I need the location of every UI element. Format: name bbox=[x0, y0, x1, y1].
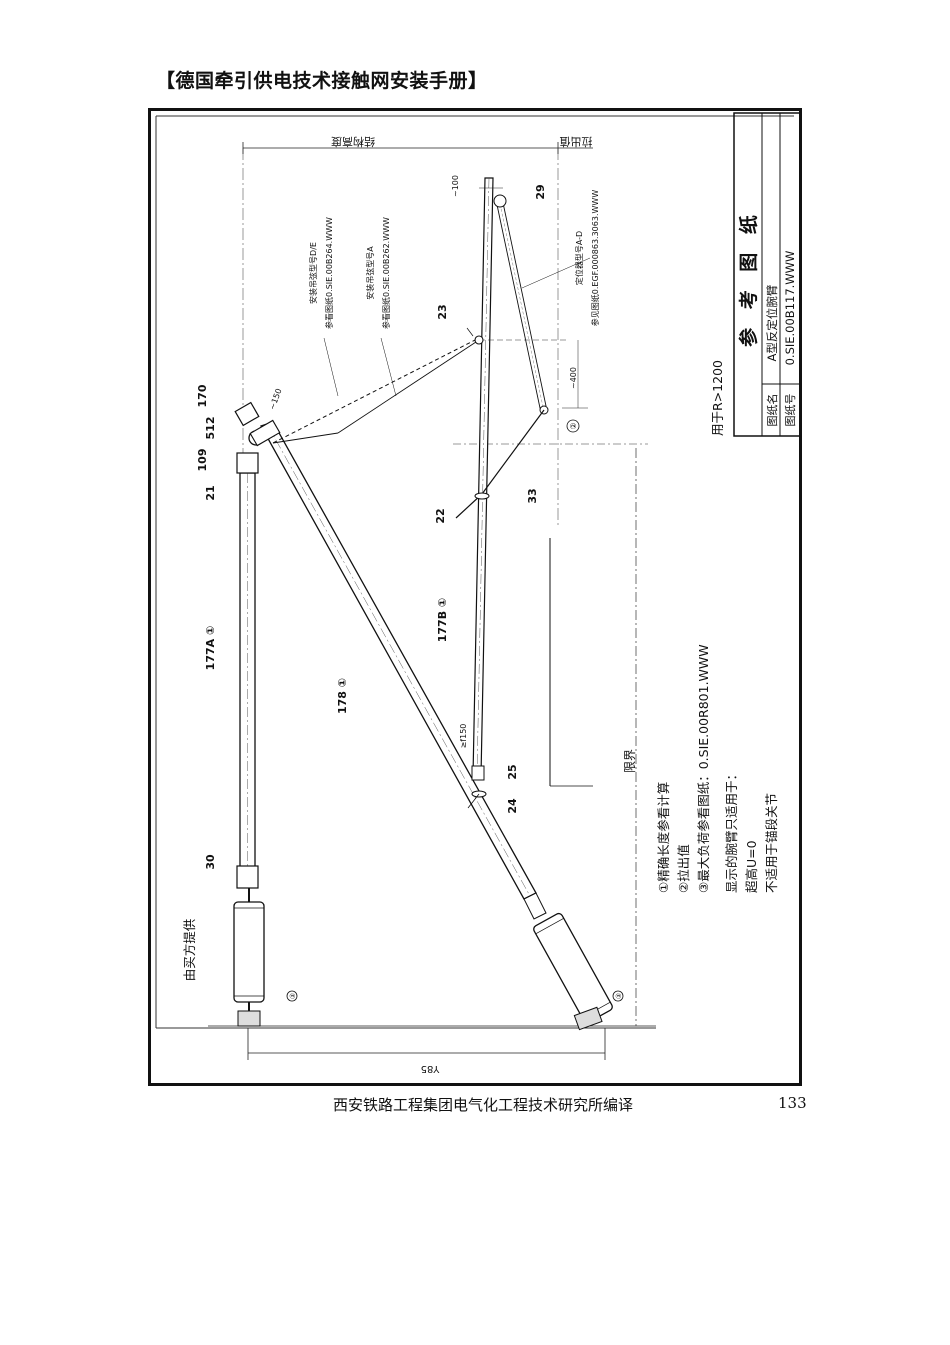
locator-line1: 定位器型号A-D bbox=[574, 231, 584, 285]
locator-line2: 参见图纸0.EGF.000863.3063.WWW bbox=[590, 190, 600, 327]
circle-3b: ③ bbox=[615, 993, 623, 999]
dim-stagger: 拉出值 bbox=[560, 135, 593, 149]
drawing-sheet: 参 考 图 纸 图纸名 A型反定位腕臂 图纸号 0.SIE.00B117.WWW… bbox=[148, 108, 802, 1086]
footer-org: 西安铁路工程集团电气化工程技术研究所编译 bbox=[333, 1096, 634, 1114]
supplier-note: 由买方提供 bbox=[182, 919, 197, 982]
note-5: 超高U=0 bbox=[744, 840, 759, 893]
part-22: 22 bbox=[434, 508, 447, 523]
dim-150: ~150 bbox=[268, 387, 284, 411]
dim-structure-height: 结构高度 bbox=[331, 135, 375, 149]
dim-400: ~400 bbox=[569, 367, 578, 389]
hanger-die-line1: 安装吊弦型号D/E bbox=[308, 242, 318, 304]
right-insulator bbox=[533, 912, 613, 1024]
part-177b: 177B ① bbox=[436, 598, 449, 643]
part-21: 21 bbox=[204, 485, 217, 500]
top-fitting bbox=[234, 401, 281, 447]
part-177a: 177A ① bbox=[204, 626, 217, 671]
part-24: 24 bbox=[506, 798, 519, 814]
dim-100: ~100 bbox=[451, 175, 460, 197]
note-6: 不适用于锚段关节 bbox=[764, 793, 779, 893]
part-29: 29 bbox=[534, 184, 547, 199]
note-3: ③最大负荷参看图纸：0.SIE.00R801.WWW bbox=[696, 644, 711, 893]
part-512: 512 bbox=[204, 417, 217, 440]
outer-frame bbox=[148, 108, 802, 1086]
hanger-a-line2: 参看图纸0.SIE.00B262.WWW bbox=[381, 217, 391, 329]
number-value: 0.SIE.00B117.WWW bbox=[783, 251, 797, 366]
tube-177b bbox=[471, 177, 494, 781]
part-109: 109 bbox=[196, 449, 209, 472]
name-label: 图纸名 bbox=[765, 394, 779, 427]
part-178: 178 ① bbox=[336, 678, 349, 714]
page-header: 【德国牵引供电技术接触网安装手册】 bbox=[156, 70, 488, 92]
part-170: 170 bbox=[196, 384, 209, 407]
title-text: 参 考 图 纸 bbox=[737, 209, 760, 347]
technical-drawing: 参 考 图 纸 图纸名 A型反定位腕臂 图纸号 0.SIE.00B117.WWW… bbox=[148, 108, 802, 1086]
usage-text: 用于R>1200 bbox=[710, 360, 725, 436]
note-2: ②拉出值 bbox=[676, 844, 691, 893]
left-insulator bbox=[233, 888, 265, 1027]
hanger-die-line2: 参看图纸0.SIE.00B264.WWW bbox=[324, 217, 334, 329]
hanger-a-line1: 安装吊弦型号A bbox=[365, 246, 375, 300]
part-33: 33 bbox=[526, 488, 539, 503]
part-30: 30 bbox=[204, 854, 217, 870]
number-label: 图纸号 bbox=[784, 394, 797, 427]
page-number: 133 bbox=[778, 1094, 807, 1112]
title-block: 参 考 图 纸 图纸名 A型反定位腕臂 图纸号 0.SIE.00B117.WWW bbox=[733, 112, 801, 437]
steady-arm bbox=[493, 194, 549, 415]
limit-label: 限界 bbox=[623, 749, 637, 773]
note-1: ①精确长度参看计算 bbox=[656, 782, 671, 893]
tube-178 bbox=[260, 421, 547, 920]
name-value: A型反定位腕臂 bbox=[765, 284, 779, 361]
circle-3a: ③ bbox=[289, 993, 297, 999]
circle-2: ② bbox=[569, 422, 578, 429]
tube-177a bbox=[236, 452, 259, 889]
dim-bottom: Y85 bbox=[421, 1063, 441, 1074]
part-23: 23 bbox=[436, 304, 449, 319]
part-25: 25 bbox=[506, 764, 519, 779]
dim-f150: ≥f150 bbox=[459, 724, 468, 749]
note-4: 显示的腕臂只适用于： bbox=[724, 768, 739, 893]
notes: ①精确长度参看计算 ②拉出值 ③最大负荷参看图纸：0.SIE.00R801.WW… bbox=[656, 644, 779, 893]
